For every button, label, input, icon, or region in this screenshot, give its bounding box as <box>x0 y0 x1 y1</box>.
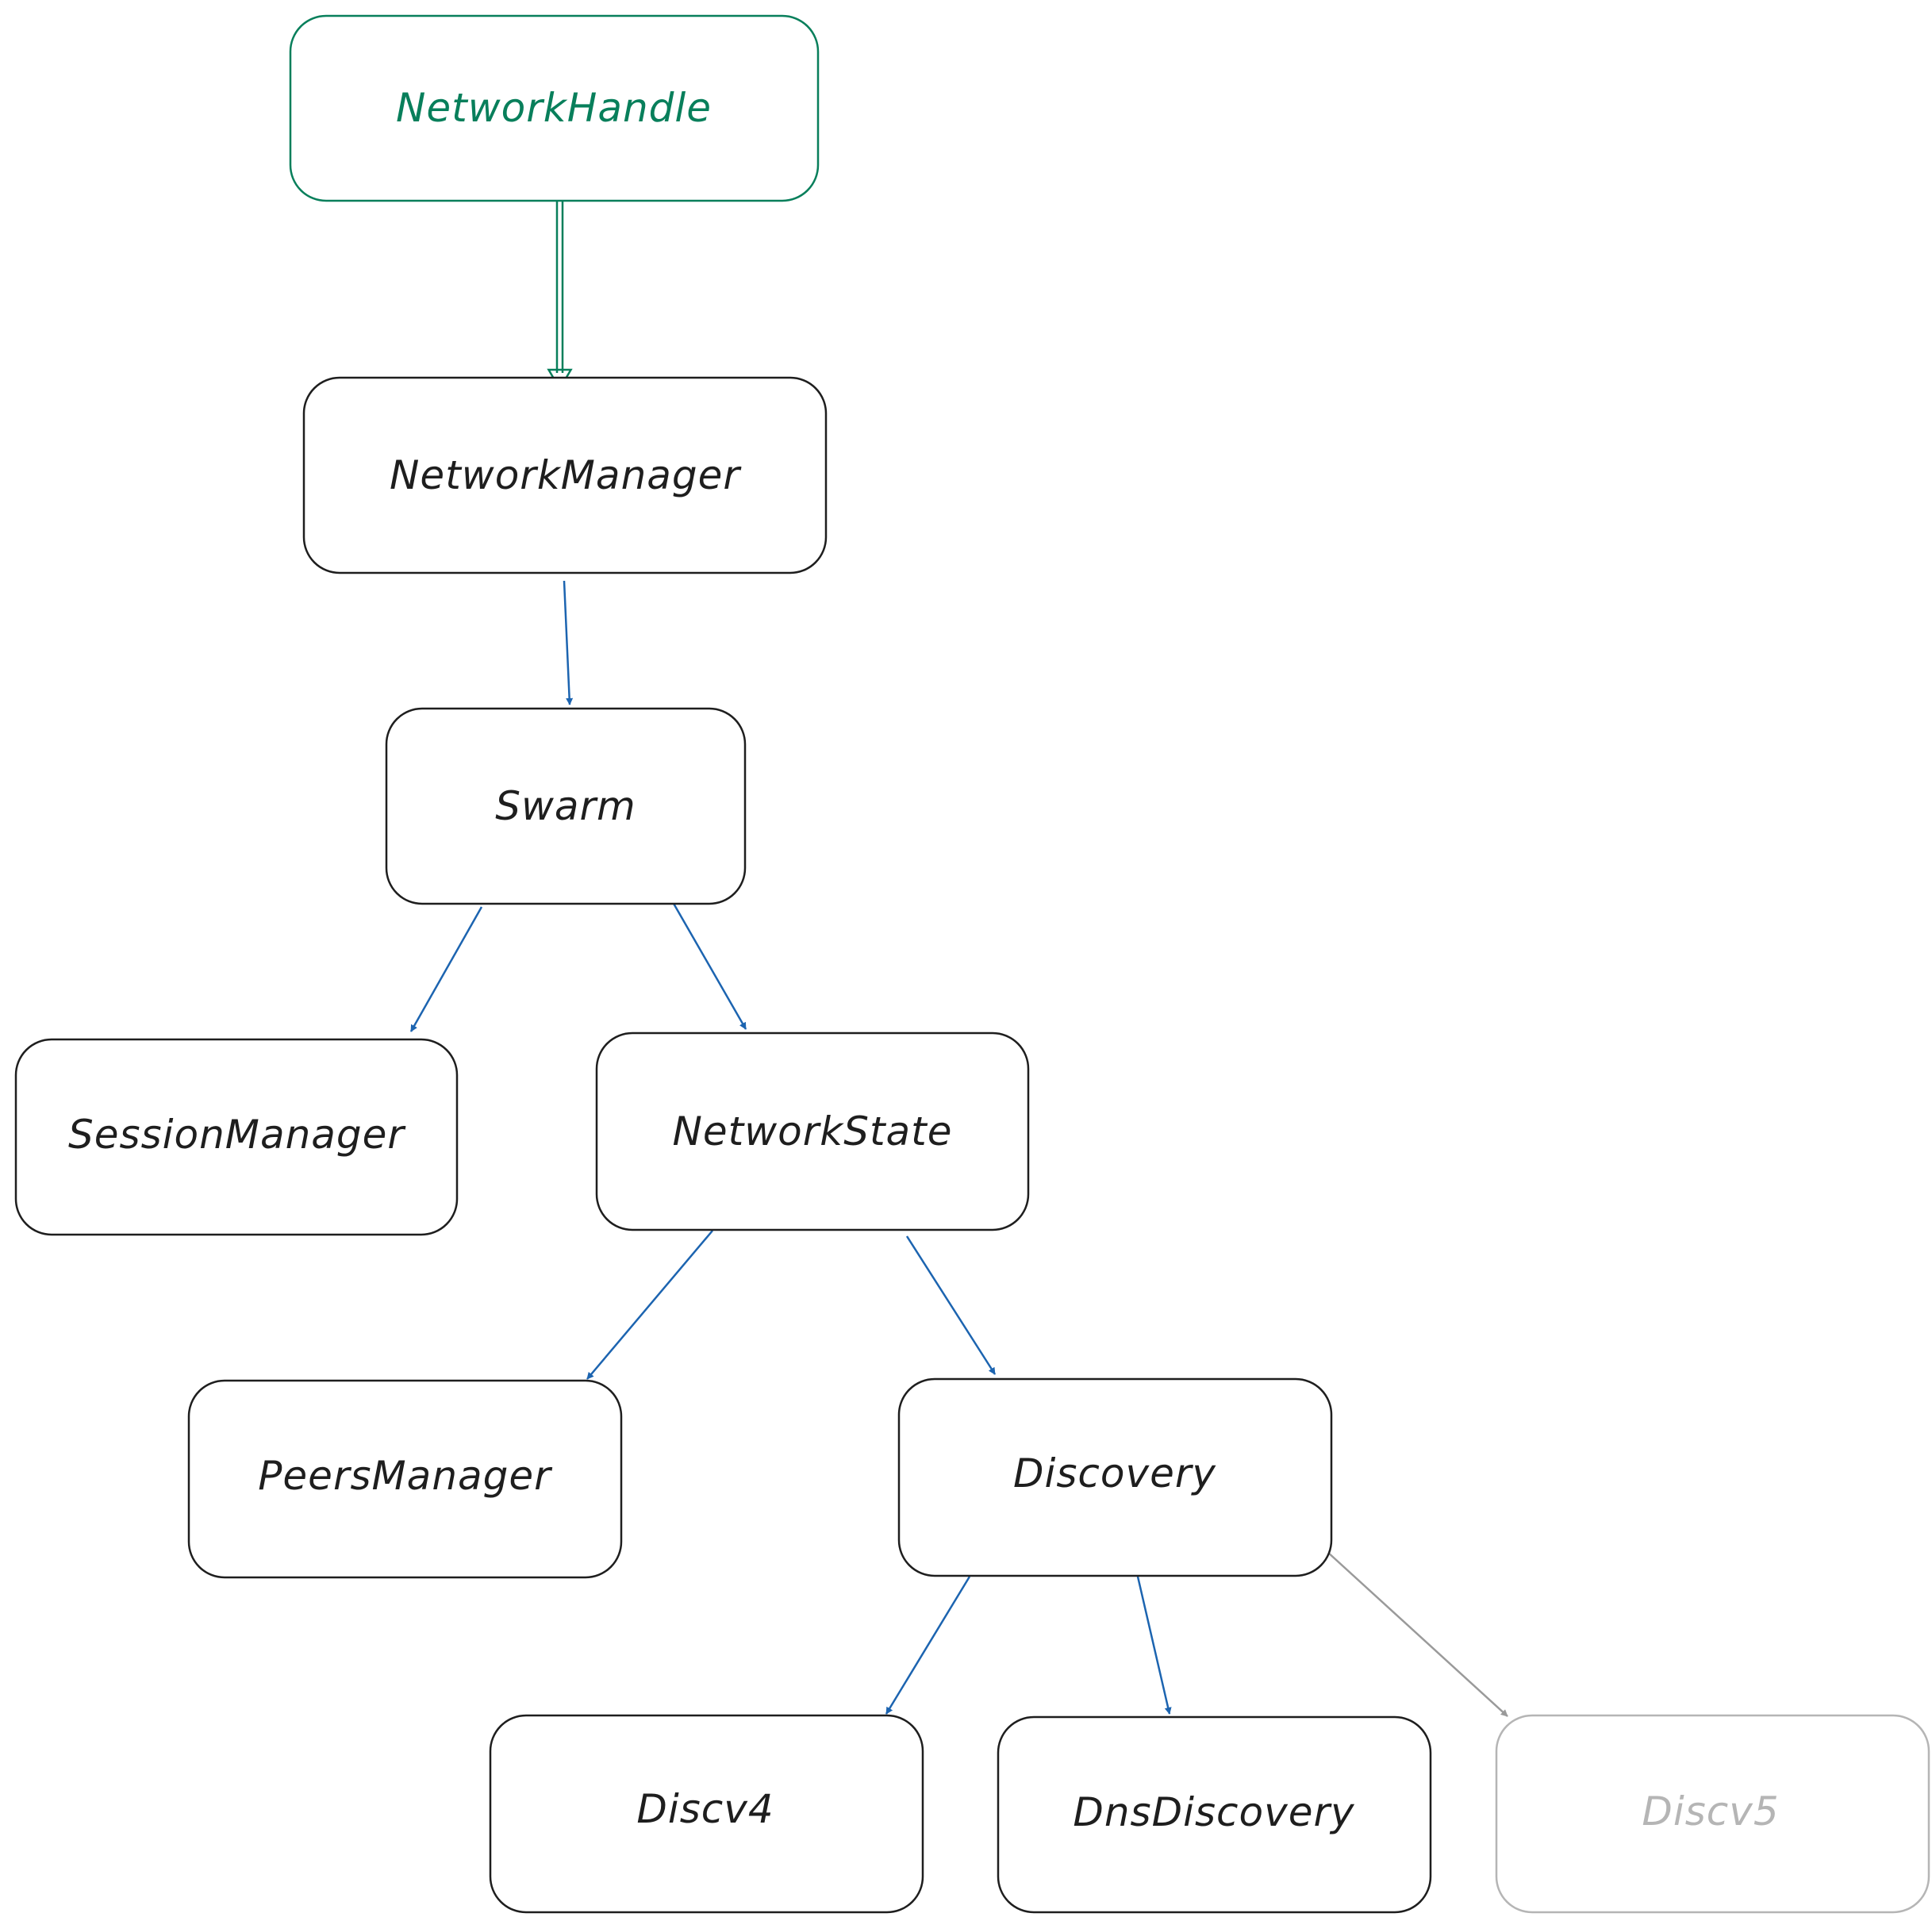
edge-networkhandle-to-networkmanager <box>547 201 573 391</box>
node-dnsdiscovery-label: DnsDiscovery <box>1073 1789 1355 1835</box>
node-peersmanager-label: PeersManager <box>258 1453 553 1499</box>
edge-discovery-to-discv5 <box>1326 1550 1508 1717</box>
edge-discovery-to-dnsdiscovery <box>1136 1576 1172 1715</box>
edges-layer <box>409 201 1508 1717</box>
edge-networkstate-to-discovery <box>905 1235 997 1375</box>
node-swarm-label: Swarm <box>495 783 636 829</box>
node-networkhandle[interactable]: NetworkHandle <box>289 14 820 202</box>
edge-networkstate-to-peersmanager <box>586 1230 713 1380</box>
node-networkmanager-label: NetworkManager <box>390 452 742 498</box>
node-networkhandle-label: NetworkHandle <box>396 85 712 131</box>
node-sessionmanager-label: SessionManager <box>68 1112 406 1158</box>
node-discv4[interactable]: Discv4 <box>489 1714 924 1914</box>
node-discv4-label: Discv4 <box>636 1786 774 1832</box>
node-discovery-label: Discovery <box>1013 1450 1216 1496</box>
node-dnsdiscovery[interactable]: DnsDiscovery <box>997 1715 1432 1914</box>
edge-swarm-to-networkstate <box>671 901 747 1030</box>
edge-discovery-to-discv4 <box>885 1576 971 1715</box>
edge-swarm-to-sessionmanager <box>409 906 483 1032</box>
node-networkstate-label: NetworkState <box>672 1108 952 1154</box>
nodes-layer: NetworkHandle NetworkManager Swarm Sessi… <box>14 14 1930 1914</box>
node-discv5[interactable]: Discv5 <box>1495 1714 1930 1914</box>
node-networkmanager[interactable]: NetworkManager <box>302 376 828 574</box>
node-swarm[interactable]: Swarm <box>385 707 747 905</box>
node-networkstate[interactable]: NetworkState <box>595 1031 1030 1231</box>
edge-networkmanager-to-swarm <box>563 580 574 705</box>
node-discv5-label: Discv5 <box>1642 1788 1779 1834</box>
node-discovery[interactable]: Discovery <box>897 1377 1333 1577</box>
node-peersmanager[interactable]: PeersManager <box>187 1379 623 1579</box>
node-sessionmanager[interactable]: SessionManager <box>14 1038 459 1236</box>
